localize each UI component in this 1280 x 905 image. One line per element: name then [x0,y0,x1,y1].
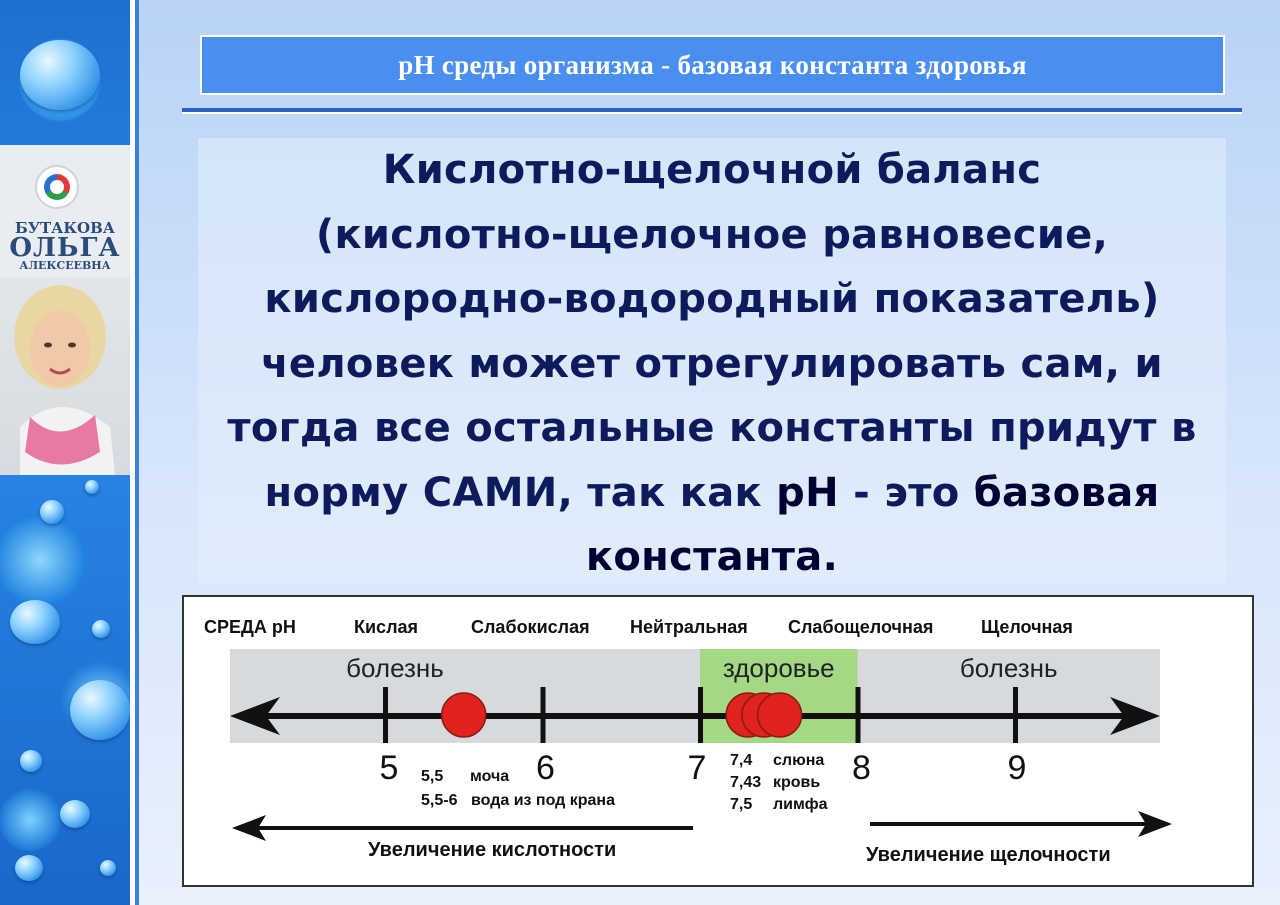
note-label: кровь [773,774,820,791]
axis-arrow-left-icon [230,697,280,735]
water-drop-icon [10,600,60,644]
ph-tick [855,687,861,743]
ph-scale-diagram: СРЕДА pH Кислая Слабокислая Нейтральная Слаб… [182,595,1254,887]
alkalinity-arrow-label: Увеличение щелочности [866,844,1111,866]
main-text-fragment: норму САМИ, так как [264,469,777,516]
water-drop-icon [40,500,64,524]
note-label: слюна [773,752,824,769]
title-banner: pH среды организма - базовая константа з… [200,35,1225,95]
zone-label: болезнь [960,653,1058,683]
author-patronymic: АЛЕКСЕЕВНА [19,259,111,272]
scale-header-label: Слабощелочная [788,617,933,637]
title-underline [182,112,1242,114]
title-underline [182,108,1242,112]
ph-tick [540,687,546,743]
scale-header-label: Щелочная [981,617,1073,637]
ph-tick-label: 9 [1008,749,1027,787]
water-drop-icon [70,680,130,740]
note-value: 5,5-6 [421,792,458,809]
axis-arrow-right-icon [1110,697,1160,735]
logo-icon [35,165,79,209]
water-drop-icon [85,480,99,494]
main-line: норму САМИ, так как pH - это базовая [198,461,1226,526]
main-statement: Кислотно-щелочной баланс (кислотно-щелоч… [198,138,1226,590]
zone-label: болезнь [346,653,444,683]
main-line: тогда все остальные константы придут в [227,405,1197,451]
note-label: моча [470,768,509,785]
ph-tick-label: 7 [688,749,707,787]
main-line: (кислотно-щелочное равновесие, [315,211,1109,258]
ph-tick-label: 6 [536,749,555,787]
scale-header-label: Нейтральная [630,617,748,637]
scale-header-label: Слабокислая [471,617,590,637]
note-label: вода из под крана [471,792,615,809]
zone-label: здоровье [723,653,835,683]
left-divider-line [135,0,139,905]
water-drop-icon [20,750,42,772]
author-photo [0,277,130,475]
ph-data-point [441,692,487,738]
acidity-arrow-label: Увеличение кислотности [368,839,616,861]
main-line: человек может отрегулировать сам, и [261,340,1163,387]
author-name: ОЛЬГА [9,233,121,263]
note-value: 7,4 [730,752,752,769]
emphasis-constant: константа. [585,534,839,580]
water-drop-icon [15,855,43,881]
main-line: кислородно-водородный показатель) [264,276,1160,322]
ph-tick [698,687,703,743]
emphasis-base: базовая [973,469,1160,516]
ph-axis-line [244,713,1144,719]
acidity-arrow-icon [232,815,266,841]
ph-scale-svg: СРЕДА pH Кислая Слабокислая Нейтральная Слаб… [204,617,1172,866]
text-panel [198,138,1226,583]
ph-tick [1013,687,1018,743]
note-value: 5,5 [421,768,443,785]
water-drop-icon [60,800,90,828]
water-drop-icon [92,620,110,638]
water-drop-icon [20,40,100,110]
scale-header-label: СРЕДА pH [204,617,296,637]
ph-data-point [756,692,803,738]
page-title: pH среды организма - базовая константа з… [398,49,1027,80]
alkalinity-arrow-icon [1138,811,1172,837]
left-divider-line [130,0,135,905]
author-card: БУТАКОВА ОЛЬГА АЛЕКСЕЕВНА [0,145,130,475]
water-drop-icon [100,860,116,876]
ph-tick-label: 8 [852,749,871,787]
scale-header-label: Кислая [354,617,418,637]
acidity-arrow-line [250,826,693,830]
main-text-fragment: - это [838,469,974,516]
note-value: 7,5 [730,796,752,813]
note-label: лимфа [773,796,828,813]
main-line: Кислотно-щелочной баланс [382,147,1042,193]
ph-tick-label: 5 [380,749,399,787]
zone-band [857,649,1160,743]
alkalinity-arrow-line [870,822,1160,826]
author-surname: БУТАКОВА [15,219,115,237]
note-value: 7,43 [730,774,761,791]
emphasis-ph: pH [776,469,839,516]
ph-tick [383,687,388,743]
